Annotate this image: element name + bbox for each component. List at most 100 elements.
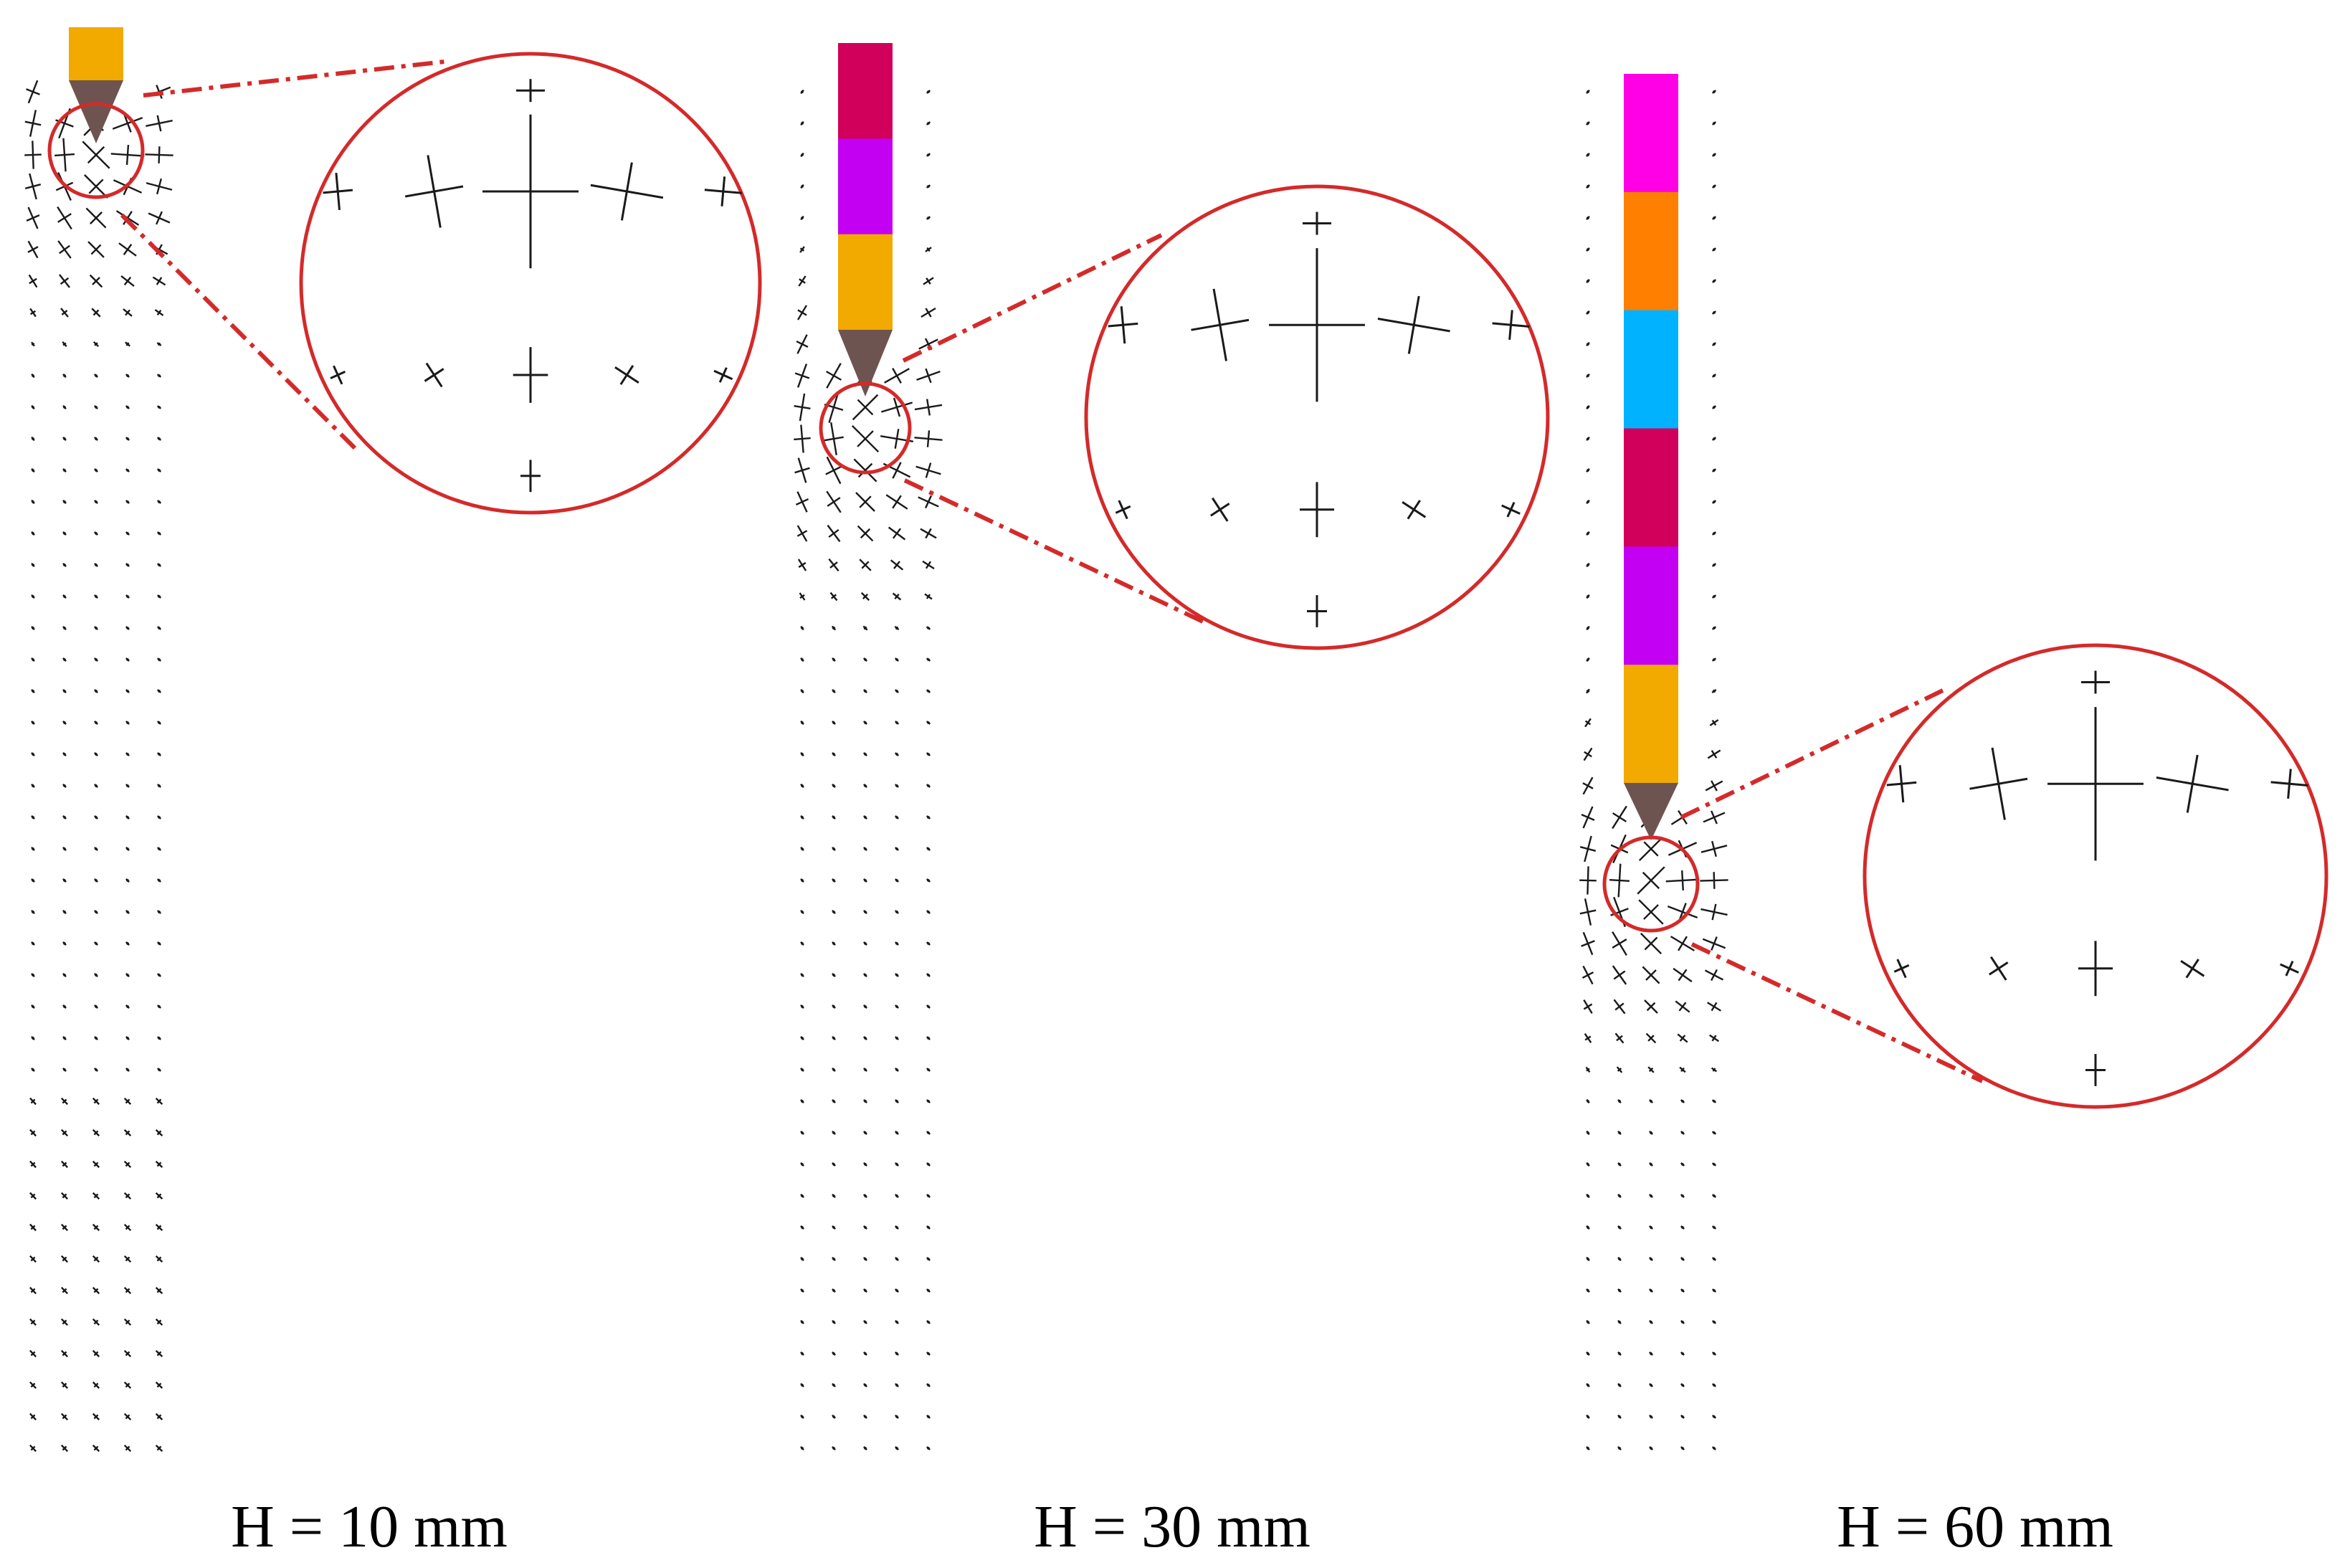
stress-mark — [157, 374, 161, 378]
stress-mark — [125, 405, 130, 409]
stress-mark — [94, 689, 98, 693]
stress-mark — [62, 1225, 67, 1230]
stress-mark — [892, 462, 902, 479]
stress-mark — [60, 277, 70, 285]
stress-mark — [1712, 153, 1716, 157]
stress-mark — [1712, 1257, 1716, 1261]
stress-mark — [1586, 500, 1590, 504]
stress-mark — [94, 815, 98, 819]
indenter-segment — [1624, 428, 1678, 547]
stress-mark — [1712, 657, 1716, 662]
stress-mark — [1617, 1162, 1622, 1167]
stress-mark — [1712, 342, 1716, 346]
stress-mark — [1108, 322, 1138, 328]
stress-mark — [125, 1414, 130, 1420]
stress-mark — [94, 657, 98, 662]
stress-mark — [62, 531, 67, 536]
stress-mark — [794, 467, 810, 474]
stress-mark — [1586, 1099, 1590, 1103]
stress-mark — [1680, 1351, 1685, 1356]
caption-h60: H = 60 mm — [1837, 1493, 2113, 1560]
stress-mark — [62, 721, 67, 725]
stress-mark — [1712, 90, 1716, 94]
stress-mark — [125, 689, 130, 693]
stress-mark — [926, 815, 931, 819]
stress-mark — [30, 1288, 36, 1293]
stress-mark — [863, 1351, 867, 1356]
stress-mark — [125, 752, 130, 756]
stress-mark — [800, 689, 804, 693]
stress-mark — [27, 246, 39, 253]
stress-mark — [863, 815, 867, 819]
indenter-segment — [1624, 665, 1678, 784]
stress-mark — [1646, 1002, 1656, 1012]
stress-mark — [832, 1446, 836, 1450]
stress-mark — [1649, 1351, 1653, 1356]
stress-mark — [30, 1414, 36, 1420]
stress-mark — [832, 1036, 836, 1040]
stress-mark — [895, 689, 899, 693]
stress-mark — [156, 1351, 162, 1356]
stress-mark — [157, 847, 161, 851]
stress-mark — [156, 1319, 162, 1325]
stress-mark — [125, 437, 130, 441]
stress-mark — [1407, 500, 1421, 520]
stress-mark — [93, 1319, 99, 1325]
stress-mark — [863, 1068, 867, 1072]
stress-mark — [1712, 279, 1716, 283]
stress-mark — [895, 1415, 899, 1419]
stress-mark — [1886, 781, 1917, 787]
stress-mark — [125, 973, 130, 977]
stress-mark — [158, 146, 161, 163]
stress-mark — [1586, 1162, 1590, 1167]
stress-mark — [30, 1445, 36, 1451]
stress-mark — [800, 1225, 804, 1230]
stress-mark — [1711, 1035, 1717, 1042]
stress-mark — [895, 941, 899, 946]
stress-mark — [832, 973, 836, 977]
stress-mark — [31, 910, 35, 914]
stress-mark — [1680, 1320, 1685, 1324]
stress-mark — [895, 752, 899, 756]
magnified-view — [1084, 184, 1550, 650]
stress-mark — [62, 689, 67, 693]
indenter-segment — [1624, 546, 1678, 665]
stress-mark — [863, 784, 867, 788]
stress-mark — [62, 784, 67, 788]
stress-mark — [800, 1099, 804, 1103]
stress-mark — [720, 176, 726, 206]
stress-mark — [157, 878, 161, 883]
stress-mark — [926, 184, 931, 189]
stress-mark — [1586, 437, 1590, 441]
stress-mark — [1712, 1162, 1716, 1167]
stress-mark — [895, 1194, 899, 1198]
stress-mark — [1649, 1131, 1653, 1135]
stress-mark — [157, 657, 161, 662]
stress-mark — [1586, 279, 1590, 283]
stress-mark — [157, 1004, 161, 1009]
stress-mark — [832, 878, 836, 883]
stress-mark — [800, 184, 804, 189]
panel-h10 — [24, 27, 762, 1453]
stress-mark — [1711, 936, 1718, 951]
stress-mark — [1649, 1320, 1653, 1324]
stress-mark — [895, 1099, 899, 1103]
stress-mark — [31, 468, 35, 472]
stress-mark — [1680, 1067, 1685, 1073]
stress-mark — [800, 1004, 804, 1009]
stress-mark — [1680, 1383, 1685, 1387]
stress-mark — [31, 721, 35, 725]
stress-mark — [1712, 500, 1716, 504]
stress-mark — [125, 374, 130, 378]
stress-mark — [800, 1415, 804, 1419]
stress-mark — [892, 528, 902, 539]
zoom-connector — [1690, 942, 1984, 1083]
stress-mark — [1586, 153, 1590, 157]
stress-mark — [926, 399, 931, 416]
stress-mark — [863, 1131, 867, 1135]
stress-mark — [859, 495, 872, 508]
stress-mark — [156, 1130, 162, 1136]
stress-mark — [1649, 1194, 1653, 1198]
indenter-segment — [838, 43, 893, 139]
stress-mark — [24, 153, 42, 156]
